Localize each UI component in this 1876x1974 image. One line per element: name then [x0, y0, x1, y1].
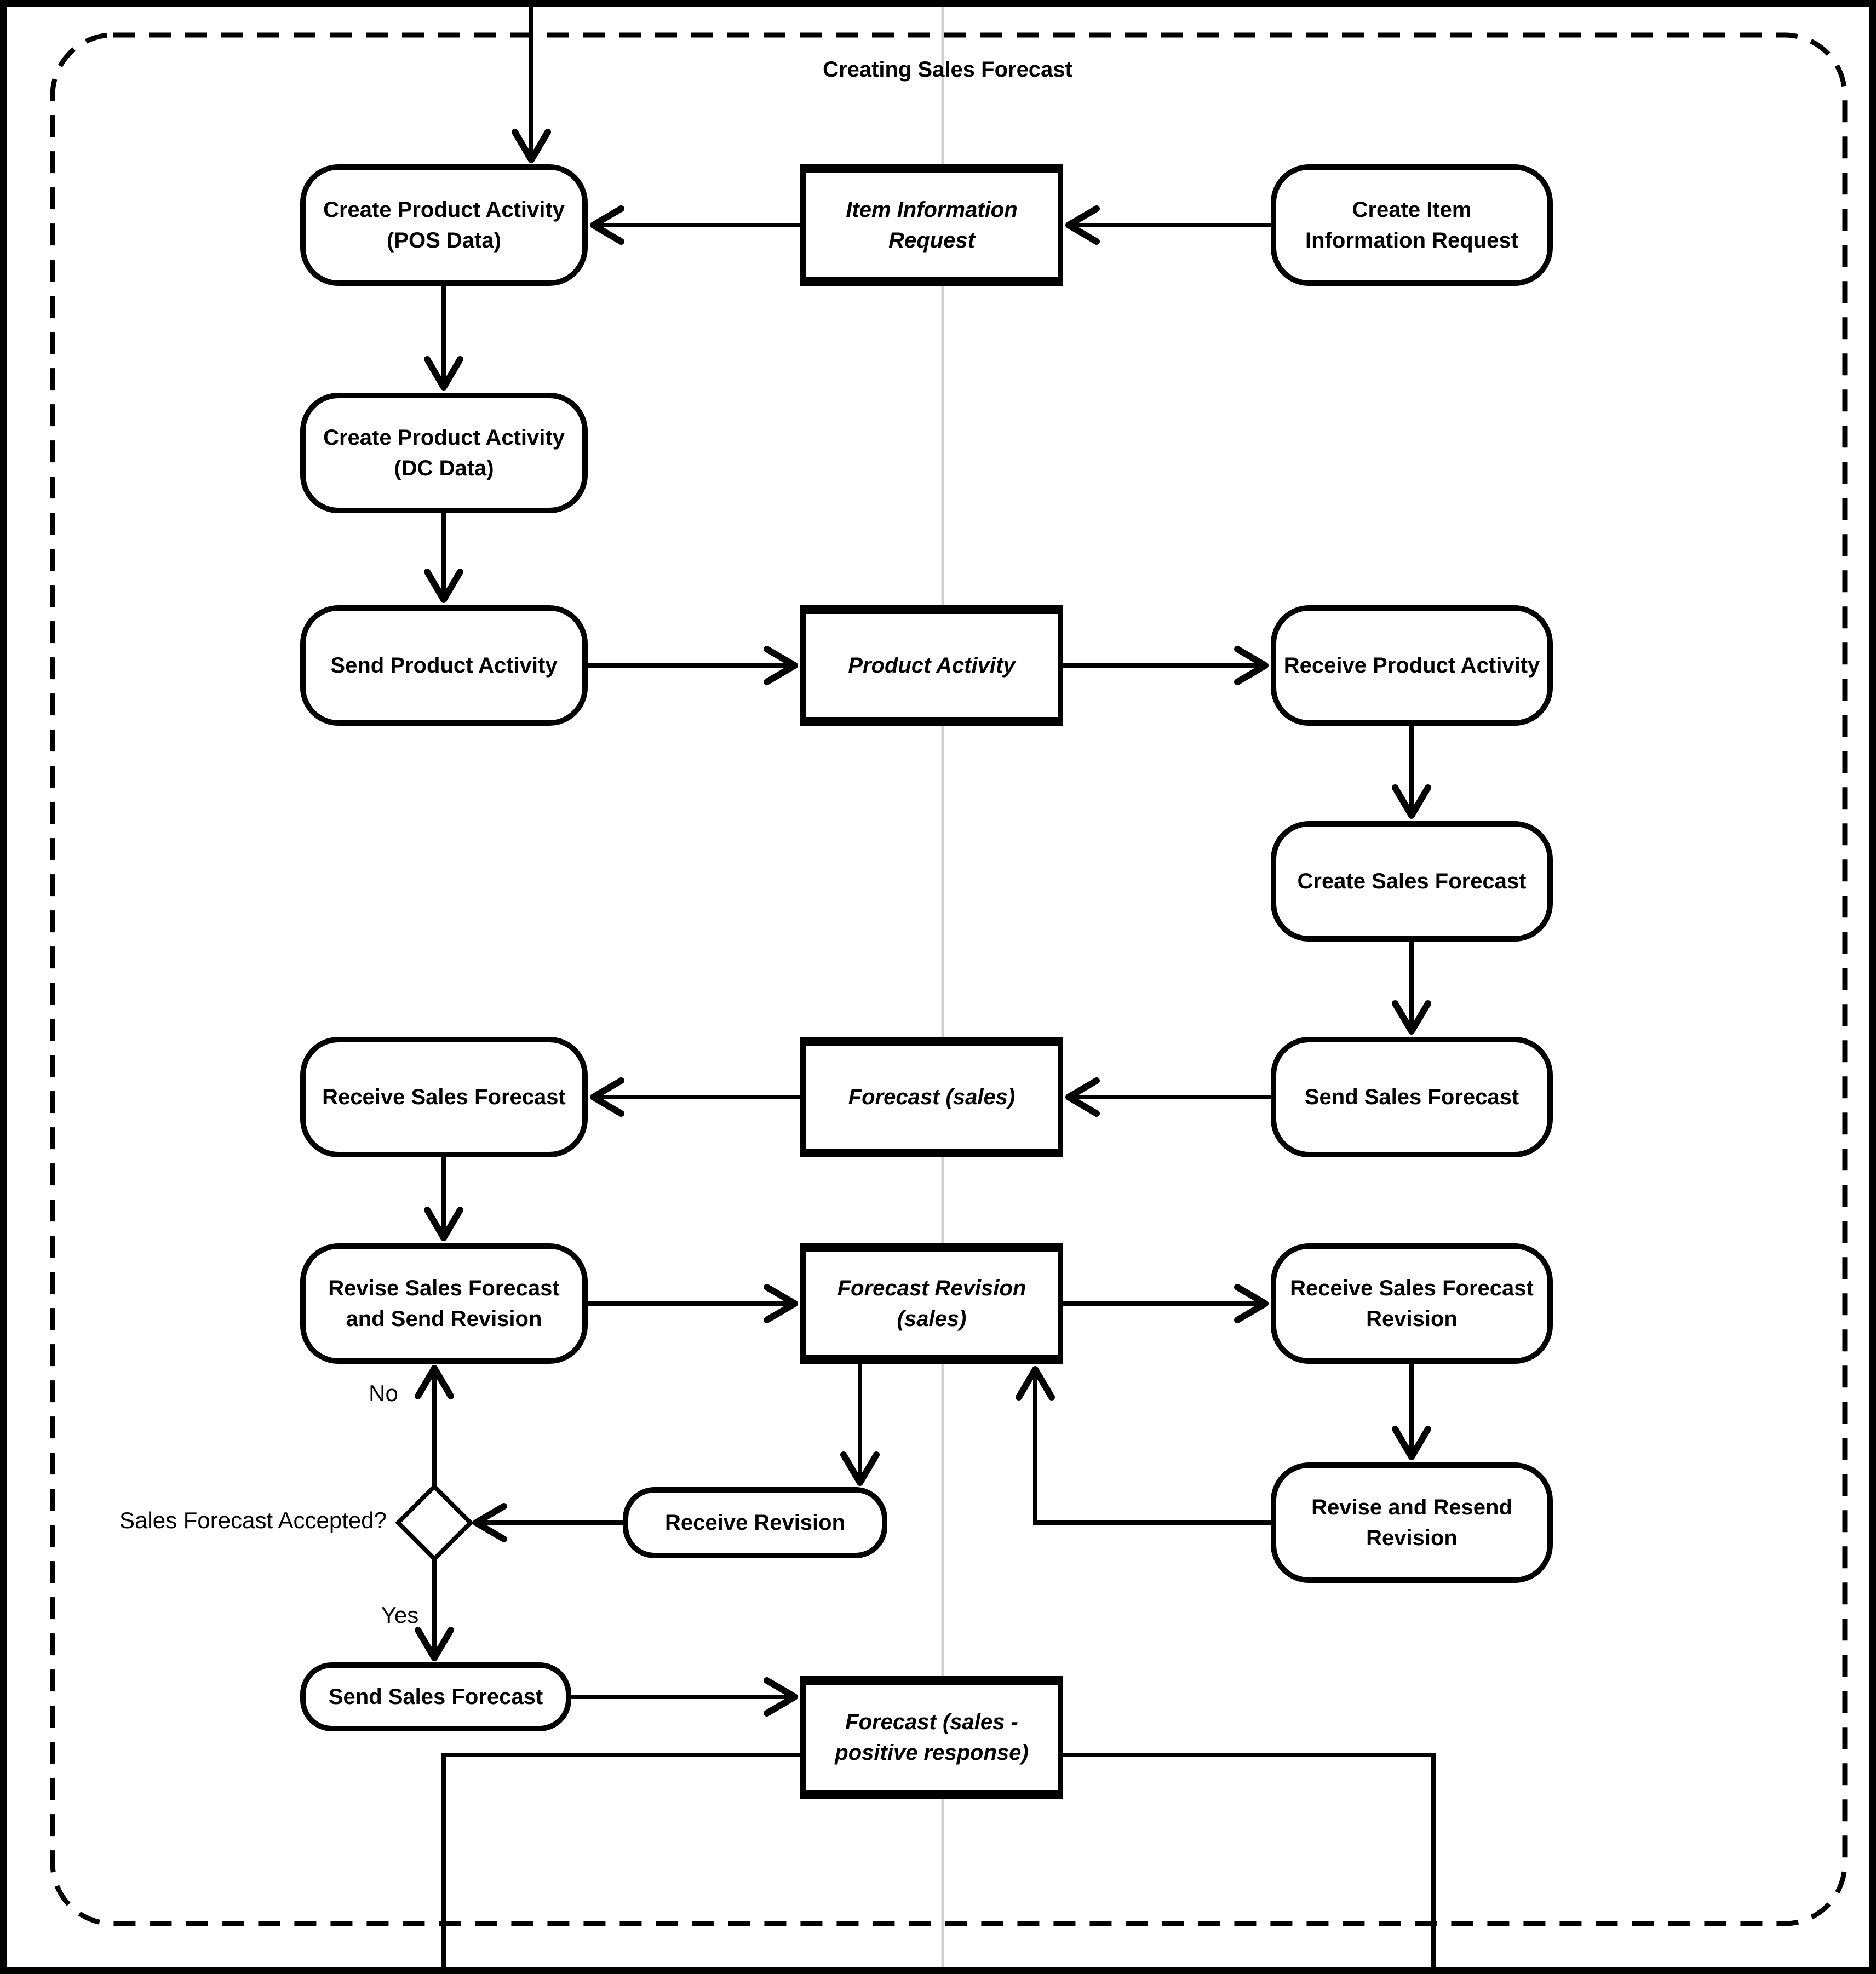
node-forecast-sales: Forecast (sales) [800, 1037, 1063, 1157]
node-revise-and-resend-revision: Revise and Resend Revision [1271, 1462, 1553, 1583]
decision-diamond [395, 1483, 474, 1562]
node-item-information-request: Item Information Request [800, 164, 1063, 286]
diagram-title: Creating Sales Forecast [823, 58, 1072, 82]
node-receive-product-activity: Receive Product Activity [1271, 605, 1553, 726]
node-send-product-activity: Send Product Activity [300, 605, 588, 726]
node-create-item-information-request: Create Item Information Request [1271, 164, 1553, 286]
decision-yes-label: Yes [381, 1602, 419, 1628]
decision-question-label: Sales Forecast Accepted? [119, 1507, 387, 1533]
connector-positiveresponse-right-exit [1063, 1753, 1436, 1971]
node-receive-sales-forecast: Receive Sales Forecast [300, 1037, 588, 1157]
arrow-resend-to-forecastrevision [1016, 1366, 1271, 1525]
node-send-sales-forecast-2: Send Sales Forecast [300, 1662, 571, 1731]
connector-positiveresponse-left-exit [441, 1753, 800, 1971]
process-boundary [50, 32, 1848, 1926]
node-receive-revision: Receive Revision [623, 1487, 887, 1558]
node-revise-sales-forecast: Revise Sales Forecast and Send Revision [300, 1243, 588, 1364]
node-create-product-activity-pos: Create Product Activity (POS Data) [300, 164, 588, 286]
node-forecast-revision-sales: Forecast Revision (sales) [800, 1243, 1063, 1364]
node-create-product-activity-dc: Create Product Activity (DC Data) [300, 393, 588, 513]
decision-no-label: No [369, 1380, 398, 1406]
node-product-activity: Product Activity [800, 605, 1063, 726]
node-send-sales-forecast: Send Sales Forecast [1271, 1037, 1553, 1157]
node-forecast-sales-positive-response: Forecast (sales - positive response) [800, 1676, 1063, 1799]
node-receive-sales-forecast-revision: Receive Sales Forecast Revision [1271, 1243, 1553, 1364]
node-create-sales-forecast: Create Sales Forecast [1271, 821, 1553, 942]
